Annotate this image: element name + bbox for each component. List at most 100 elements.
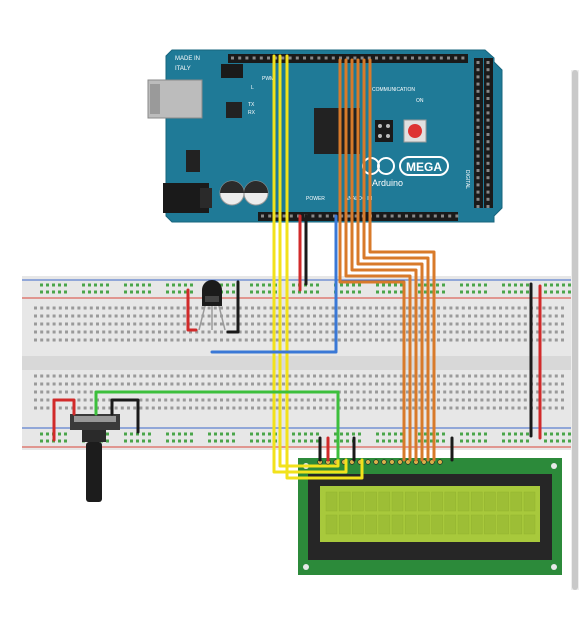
breadboard-hole [213, 330, 217, 334]
breadboard-hole [508, 283, 511, 287]
breadboard-hole [568, 439, 571, 443]
breadboard-hole [436, 432, 439, 436]
breadboard-hole [484, 290, 487, 294]
data-wire [344, 58, 412, 462]
breadboard-hole [294, 382, 298, 386]
breadboard-hole [523, 314, 527, 318]
breadboard-hole [430, 306, 434, 310]
breadboard-hole [58, 406, 62, 410]
lcd-character-cell [352, 514, 364, 535]
breadboard-hole [170, 398, 174, 402]
header-pin [389, 56, 393, 60]
breadboard-hole [226, 374, 230, 378]
breadboard-hole [316, 439, 319, 443]
breadboard-hole [226, 290, 229, 294]
breadboard-hole [406, 406, 409, 410]
breadboard-hole [244, 314, 248, 318]
breadboard-hole [344, 374, 347, 378]
breadboard-hole [400, 290, 403, 294]
breadboard-hole [331, 382, 335, 386]
breadboard-hole [201, 398, 205, 402]
breadboard-hole [393, 314, 397, 318]
breadboard-hole [548, 398, 552, 402]
breadboard-hole [418, 406, 422, 410]
breadboard-hole [424, 290, 427, 294]
breadboard-hole [58, 330, 62, 334]
breadboard-hole [381, 382, 385, 386]
breadboard-hole [52, 290, 55, 294]
breadboard-hole [346, 290, 349, 294]
breadboard-hole [108, 382, 112, 386]
breadboard-hole [148, 290, 151, 294]
breadboard-hole [437, 338, 440, 342]
breadboard-hole [263, 382, 267, 386]
breadboard-hole [130, 290, 133, 294]
breadboard-hole [306, 374, 310, 378]
breadboard-hole [437, 322, 440, 326]
breadboard-hole [468, 398, 471, 402]
breadboard-hole [375, 330, 378, 334]
header-pin [476, 147, 480, 151]
breadboard-hole [151, 382, 155, 386]
breadboard-hole [424, 432, 427, 436]
breadboard-hole [268, 290, 271, 294]
breadboard-hole [46, 338, 50, 342]
breadboard-hole [189, 406, 192, 410]
breadboard-hole [499, 398, 502, 402]
breadboard-hole [71, 330, 75, 334]
breadboard-hole [238, 314, 242, 318]
breadboard-hole [443, 338, 447, 342]
breadboard-hole [189, 306, 192, 310]
breadboard-hole [220, 382, 223, 386]
scrollbar-thumb[interactable] [572, 70, 578, 590]
breadboard-hole [492, 314, 496, 318]
breadboard-hole [544, 290, 547, 294]
breadboard-hole [418, 374, 422, 378]
breadboard-hole [190, 290, 193, 294]
breadboard-hole [257, 322, 261, 326]
header-pin [354, 214, 358, 218]
breadboard-hole [58, 290, 61, 294]
breadboard-hole [492, 398, 496, 402]
breadboard-hole [486, 390, 490, 394]
breadboard-hole [556, 439, 559, 443]
breadboard-hole [207, 338, 211, 342]
breadboard-hole [460, 283, 463, 287]
header-pin [486, 68, 490, 72]
breadboard-hole [238, 398, 242, 402]
breadboard-hole [430, 290, 433, 294]
breadboard-hole [220, 322, 223, 326]
header-pin [476, 104, 480, 108]
header-pin [486, 75, 490, 79]
breadboard-hole [387, 398, 391, 402]
on-label: ON [416, 98, 424, 104]
breadboard-hole [474, 390, 478, 394]
breadboard-hole [176, 322, 180, 326]
breadboard-hole [430, 314, 434, 318]
lcd-character-cell [484, 491, 496, 512]
breadboard-hole [480, 314, 484, 318]
header-pin [360, 56, 364, 60]
header-pin [486, 82, 490, 86]
breadboard-hole [505, 374, 509, 378]
breadboard-hole [412, 322, 416, 326]
header-pin [476, 176, 480, 180]
breadboard-hole [136, 283, 139, 287]
breadboard-hole [350, 322, 354, 326]
breadboard-hole [139, 306, 143, 310]
breadboard-hole [83, 338, 87, 342]
breadboard-hole [346, 432, 349, 436]
breadboard-hole [334, 439, 337, 443]
breadboard-hole [89, 330, 93, 334]
header-pin [318, 214, 322, 218]
breadboard-hole [251, 306, 254, 310]
breadboard-hole [331, 398, 335, 402]
breadboard-hole [195, 338, 199, 342]
breadboard-hole [52, 283, 55, 287]
breadboard-hole [424, 314, 428, 318]
breadboard-hole [480, 390, 484, 394]
breadboard-hole [466, 439, 469, 443]
breadboard-hole [213, 306, 217, 310]
breadboard-hole [406, 390, 409, 394]
